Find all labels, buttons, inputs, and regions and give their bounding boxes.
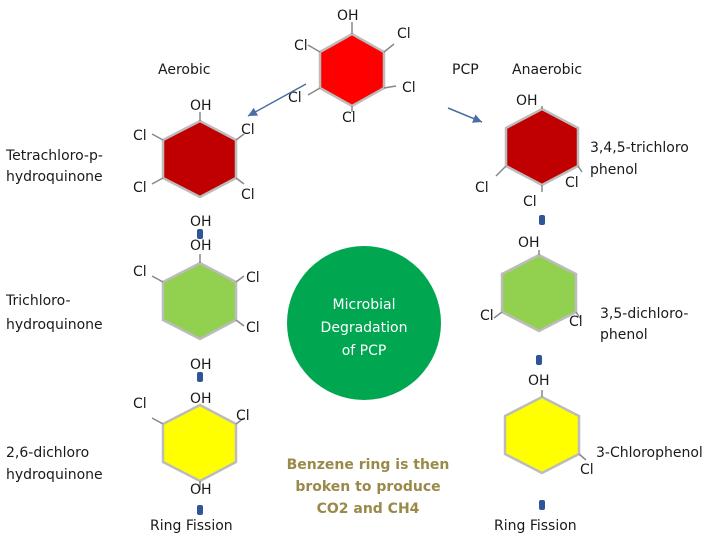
bond-line bbox=[575, 311, 581, 319]
anaerobic-label: Anaerobic bbox=[512, 62, 582, 78]
step2-oh-top: OH bbox=[190, 238, 212, 254]
pcp-cl-lower-right: Cl bbox=[402, 80, 416, 96]
bond-line bbox=[151, 133, 164, 141]
aerobic-arrow bbox=[247, 83, 307, 117]
bond-line bbox=[235, 417, 245, 425]
bond-line bbox=[307, 44, 321, 53]
step2-cl-lower-right: Cl bbox=[246, 320, 260, 336]
anaer2-name-line2: phenol bbox=[600, 327, 648, 343]
anaer2-oh-top: OH bbox=[518, 235, 540, 251]
step2-cl-upper-right: Cl bbox=[246, 270, 260, 286]
pcp-cl-bottom: Cl bbox=[342, 110, 356, 126]
step3-oh-top: OH bbox=[190, 391, 212, 407]
connector-bar bbox=[539, 500, 545, 510]
anaer3-name-line1: 3-Chlorophenol bbox=[596, 445, 703, 461]
step1-name-line2: hydroquinone bbox=[6, 169, 103, 185]
connector-bar bbox=[197, 372, 203, 382]
chlorophenol-ring bbox=[503, 395, 581, 475]
anaer2-cl-lower-right: Cl bbox=[569, 314, 583, 330]
note-line2: broken to produce bbox=[295, 479, 440, 495]
ring-fission-left: Ring Fission bbox=[150, 518, 233, 534]
bond-line bbox=[578, 453, 587, 461]
step3-oh-bottom: OH bbox=[190, 482, 212, 498]
trichloro-hydroquinone-ring bbox=[161, 261, 238, 341]
step3-cl-upper-right: Cl bbox=[236, 408, 250, 424]
anaer1-name-line1: 3,4,5-trichloro bbox=[590, 140, 689, 156]
bond-line bbox=[151, 177, 164, 185]
anaer2-name-line1: 3,5-dichloro- bbox=[600, 306, 688, 322]
connector-bar bbox=[539, 215, 545, 225]
pcp-cl-lower-left: Cl bbox=[288, 90, 302, 106]
anaer2-cl-lower-left: Cl bbox=[480, 308, 494, 324]
step3-name-line2: hydroquinone bbox=[6, 467, 103, 483]
step3-name-line1: 2,6-dichloro bbox=[6, 445, 89, 461]
anaer1-cl-lower-left: Cl bbox=[475, 180, 489, 196]
bond-line bbox=[383, 85, 397, 89]
bond-line bbox=[151, 275, 164, 283]
tetrachloro-hydroquinone-ring bbox=[161, 119, 238, 199]
note-line3: CO2 and CH4 bbox=[317, 501, 420, 517]
ring-fission-right: Ring Fission bbox=[494, 518, 577, 534]
note-line1: Benzene ring is then bbox=[287, 457, 450, 473]
step1-cl-upper-right: Cl bbox=[241, 122, 255, 138]
step1-oh-top: OH bbox=[190, 98, 212, 114]
bond-line bbox=[151, 417, 164, 425]
step1-cl-lower-left: Cl bbox=[133, 180, 147, 196]
anaer1-cl-lower-right: Cl bbox=[565, 175, 579, 191]
connector-bar bbox=[197, 229, 203, 239]
step1-name-line1: Tetrachloro-p- bbox=[5, 148, 103, 164]
dichlorophenol-ring bbox=[500, 253, 578, 333]
step2-name-line1: Trichloro- bbox=[5, 293, 71, 309]
bond-line bbox=[577, 165, 583, 173]
trichlorophenol-ring bbox=[504, 107, 580, 187]
circle-line3: of PCP bbox=[342, 343, 387, 359]
bond-line bbox=[495, 165, 507, 177]
anaerobic-arrow bbox=[447, 107, 483, 123]
step1-cl-lower-right: Cl bbox=[241, 187, 255, 203]
pcp-ring bbox=[318, 32, 386, 108]
connector-bar bbox=[197, 505, 203, 515]
step2-name-line2: hydroquinone bbox=[6, 317, 103, 333]
dichloro-hydroquinone-ring bbox=[161, 403, 238, 483]
bond-line bbox=[307, 87, 321, 96]
step2-oh-bottom: OH bbox=[190, 357, 212, 373]
bond-line bbox=[235, 275, 245, 283]
circle-line1: Microbial bbox=[333, 297, 396, 313]
anaer1-name-line2: phenol bbox=[590, 162, 638, 178]
anaer3-oh-top: OH bbox=[528, 373, 550, 389]
connector-bar bbox=[536, 355, 542, 365]
bond-line bbox=[383, 43, 395, 53]
aerobic-label: Aerobic bbox=[158, 62, 210, 78]
anaer1-cl-bottom: Cl bbox=[523, 194, 537, 210]
step3-cl-upper-left: Cl bbox=[133, 396, 147, 412]
pcp-label: PCP bbox=[452, 62, 479, 78]
pcp-cl-upper-right: Cl bbox=[397, 26, 411, 42]
microbial-degradation-circle bbox=[287, 246, 441, 400]
bond-line bbox=[235, 177, 245, 185]
anaer1-oh-top: OH bbox=[516, 93, 538, 109]
bond-line bbox=[493, 311, 503, 319]
anaer3-cl-lower-right: Cl bbox=[580, 462, 594, 478]
circle-line2: Degradation bbox=[321, 320, 408, 336]
step1-cl-upper-left: Cl bbox=[133, 128, 147, 144]
bond-line bbox=[235, 133, 245, 141]
bond-line bbox=[235, 319, 245, 327]
pcp-cl-upper-left: Cl bbox=[294, 38, 308, 54]
step1-oh-bottom: OH bbox=[190, 214, 212, 230]
step2-cl-upper-left: Cl bbox=[133, 264, 147, 280]
pcp-oh-label: OH bbox=[337, 8, 359, 24]
